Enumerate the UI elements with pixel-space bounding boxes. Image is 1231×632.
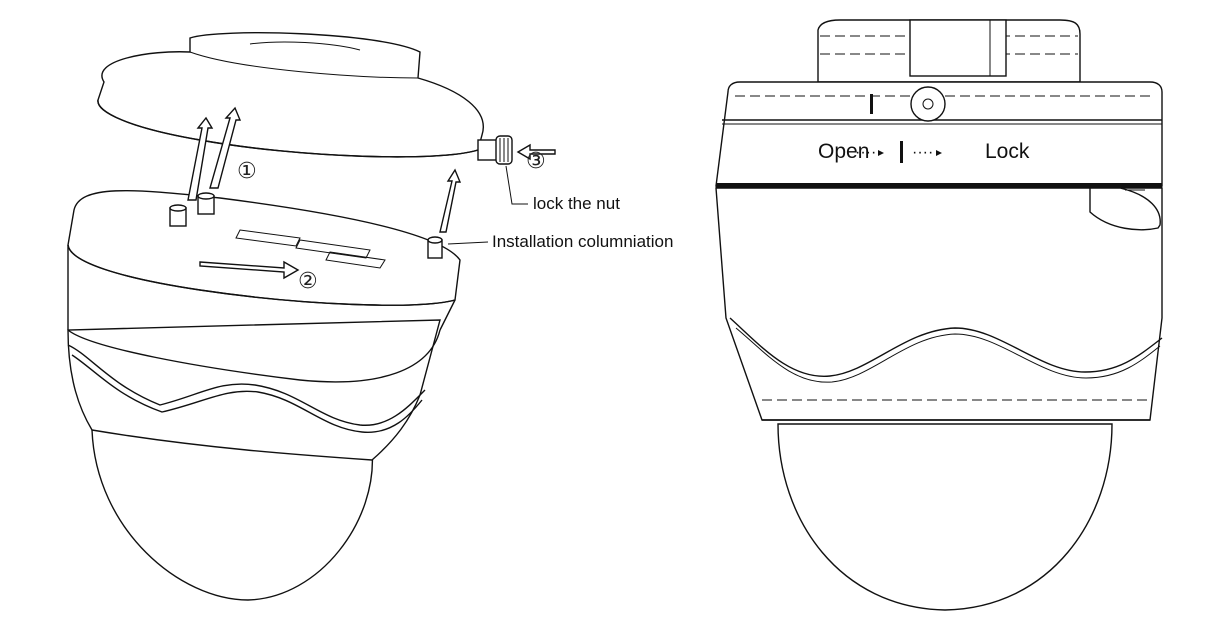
lock-label: Lock [985, 140, 1030, 163]
left-body-plate [67, 189, 461, 306]
arrow-push-nut [516, 143, 556, 161]
lock-nut-callout: lock the nut [533, 194, 620, 213]
left-mount-base-rim [97, 99, 479, 158]
step-3-label: ③ [526, 149, 546, 174]
left-mount-base-opening [249, 41, 361, 51]
arrow-up-1 [187, 116, 214, 201]
step-1-label: ① [237, 159, 257, 184]
right-assembled-view: ···· ···· [715, 19, 1163, 611]
step-2-label: ② [298, 269, 318, 294]
left-skirt-wave [67, 344, 426, 426]
arrow-rotate [199, 260, 300, 280]
left-dome [91, 429, 374, 601]
left-post-1 [169, 204, 187, 227]
left-mount-base-collar [189, 51, 419, 79]
left-plate-slot-2 [295, 239, 371, 259]
left-body-side-top [67, 244, 456, 306]
left-body-side-bottom [67, 329, 441, 383]
left-lock-nut [477, 135, 513, 165]
left-plate-slot-3 [325, 251, 386, 269]
right-housing [715, 187, 1163, 421]
right-ring [715, 81, 1163, 187]
right-dome [777, 423, 1113, 611]
arrow-up-3 [439, 168, 462, 233]
svg-text:····: ···· [855, 144, 876, 161]
right-ring-bottom-band [716, 183, 1162, 188]
left-post-2 [197, 192, 215, 215]
right-top-clip [909, 19, 1007, 77]
right-indicator-mark [870, 94, 873, 114]
left-exploded-view [67, 32, 556, 601]
installation-callout: Installation columniation [492, 232, 674, 251]
left-body-right-edge [439, 299, 456, 331]
right-lock-screw [910, 86, 946, 122]
left-skirt [67, 319, 441, 461]
left-skirt-wave-inner [71, 354, 423, 433]
open-label: Open [818, 140, 870, 163]
leader-installation [447, 241, 489, 245]
svg-text:····: ···· [912, 144, 933, 161]
left-mount-base [97, 32, 484, 158]
right-side-latch [1089, 187, 1161, 231]
left-post-3 [427, 236, 443, 259]
right-wave-line [729, 317, 1163, 377]
leader-lock-nut [505, 165, 528, 205]
right-center-mark [900, 141, 903, 163]
arrow-up-2 [209, 106, 242, 189]
left-plate-slot-1 [235, 229, 301, 247]
